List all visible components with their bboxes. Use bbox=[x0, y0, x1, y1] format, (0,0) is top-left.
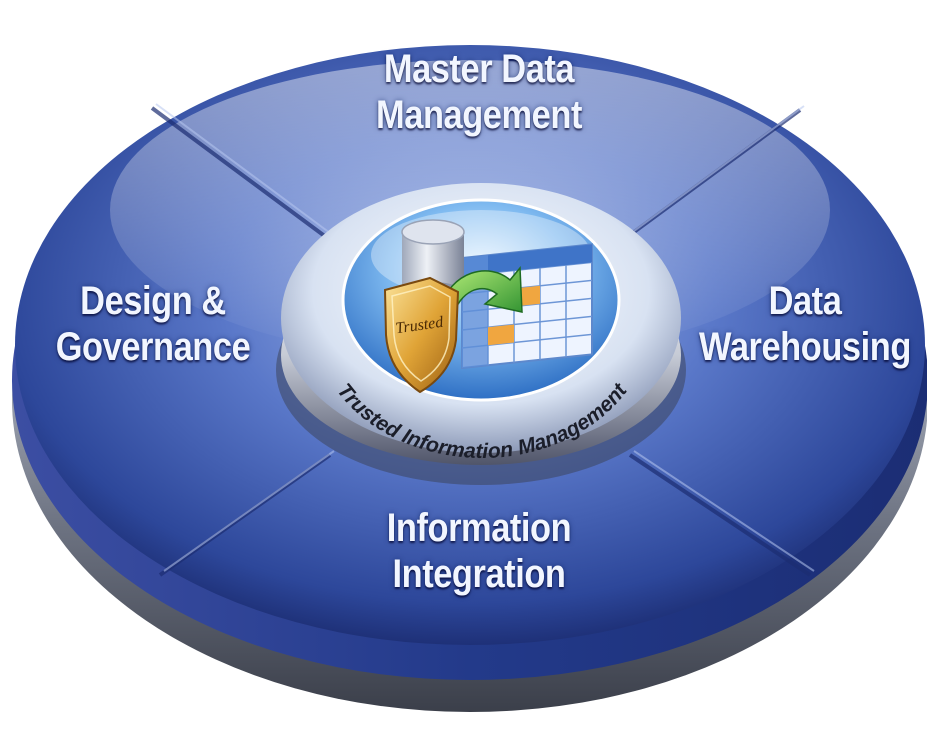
segment-label-line: Management bbox=[376, 93, 582, 137]
central-hub: Trusted Trusted Information Management bbox=[276, 183, 686, 485]
segment-label-line: Warehousing bbox=[699, 325, 911, 369]
segment-label-information-integration: Information Integration bbox=[333, 505, 625, 597]
arrow-icon bbox=[439, 266, 523, 320]
segment-label-design-governance: Design & Governance bbox=[37, 278, 269, 370]
segment-label-line: Data bbox=[768, 279, 842, 323]
segment-label-line: Integration bbox=[392, 552, 566, 596]
segment-label-line: Information bbox=[386, 506, 572, 550]
segment-label-line: Design & bbox=[80, 279, 226, 323]
shield-label: Trusted bbox=[394, 314, 445, 338]
segment-label-master-data-management: Master Data Management bbox=[333, 46, 625, 138]
shield-icon: Trusted bbox=[383, 276, 460, 394]
segment-label-line: Governance bbox=[55, 325, 251, 369]
segment-label-data-warehousing: Data Warehousing bbox=[689, 278, 921, 370]
spreadsheet-grid-icon bbox=[461, 243, 593, 370]
segment-label-line: Master Data bbox=[383, 47, 575, 91]
